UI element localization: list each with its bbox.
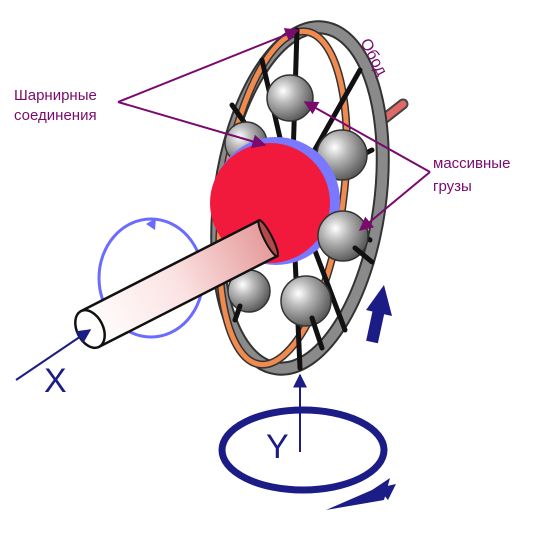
weight-upper (266, 74, 314, 122)
y-axis-label: Y (266, 428, 289, 466)
y-rotation-arrowhead (326, 478, 396, 510)
x-rotation-arrowhead (146, 218, 156, 230)
weight-pointers (303, 101, 431, 231)
x-axis-arrow (15, 329, 92, 381)
x-axis-label: X (44, 362, 67, 400)
main-shaft (74, 218, 279, 350)
weights-label-line2: грузы (433, 178, 472, 195)
hinges-label-line1: Шарнирные (14, 87, 97, 104)
weights-label-line1: массивные (433, 155, 510, 172)
hinge-pointers (117, 28, 300, 149)
front-spoke-stubs (232, 245, 375, 351)
rim-rotation-arrow (366, 285, 392, 344)
weight-lower (280, 275, 332, 327)
hinges-label-line2: соединения (14, 107, 97, 124)
y-rotation-ring (218, 406, 388, 494)
